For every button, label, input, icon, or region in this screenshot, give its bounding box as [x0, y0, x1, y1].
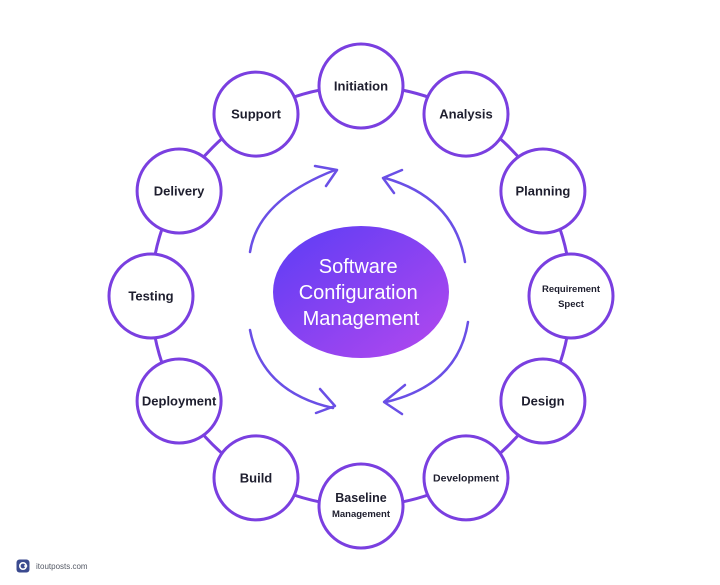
phase-node-label: Testing — [128, 289, 173, 304]
phase-node-circle — [135, 147, 223, 235]
phase-node-label-line: Support — [231, 107, 281, 122]
phase-node-planning: Planning — [499, 147, 587, 235]
phase-node-build: Build — [212, 434, 300, 522]
phase-node-label-line: Spect — [558, 299, 585, 310]
phase-node-label-line: Build — [240, 470, 273, 485]
phase-node-label-line: Requirement — [542, 284, 601, 295]
phase-node-label: Planning — [515, 184, 570, 199]
phase-node-label-line: Analysis — [439, 107, 492, 122]
phase-node-label: Analysis — [439, 107, 492, 122]
cycle-arrows — [248, 164, 470, 416]
phase-node-circle — [135, 357, 223, 445]
phase-node-label-line: Testing — [128, 289, 173, 304]
phase-node-label-line: Development — [433, 473, 499, 485]
center-title-line-3: Management — [303, 308, 420, 330]
phase-node-label-line: Delivery — [154, 184, 205, 199]
phase-node-circle — [317, 462, 405, 550]
cycle-arrow-upper-right — [383, 176, 467, 264]
phase-node-circle — [107, 252, 195, 340]
center-hub: Software Configuration Management — [273, 226, 449, 358]
phase-node-label: Build — [240, 470, 273, 485]
phase-node-circle — [212, 70, 300, 158]
arrowhead-upper-left — [313, 164, 339, 188]
center-title-line-1: Software — [319, 256, 398, 278]
phase-node-circle — [499, 357, 587, 445]
phase-node-deployment: Deployment — [135, 357, 223, 445]
phase-node-label-line: Planning — [515, 184, 570, 199]
phase-node-initiation: Initiation — [317, 42, 405, 130]
phase-node-support: Support — [212, 70, 300, 158]
phase-node-analysis: Analysis — [422, 70, 510, 158]
phase-node-circle — [212, 434, 300, 522]
center-ellipse — [273, 226, 449, 358]
phase-node-circle — [317, 42, 405, 130]
phase-node-label-line: Management — [332, 509, 391, 520]
phase-node-circle — [527, 252, 615, 340]
phase-node-testing: Testing — [107, 252, 195, 340]
center-title-line-2: Configuration — [299, 282, 418, 304]
phase-node-label: Design — [521, 394, 564, 409]
phase-node-label-line: Baseline — [335, 491, 386, 505]
phase-node-label-line: Initiation — [334, 79, 388, 94]
source-url: itoutposts.com — [36, 561, 88, 571]
phase-node-circle — [422, 70, 510, 158]
cycle-arrow-lower-right — [384, 320, 470, 404]
cycle-arrow-upper-left — [248, 168, 337, 254]
phase-node-circle — [499, 147, 587, 235]
arrowhead-lower-left — [314, 387, 337, 415]
phase-node-label-line: Deployment — [142, 394, 217, 409]
phase-node-label: Support — [231, 107, 281, 122]
center-title: Software Configuration Management — [299, 256, 424, 330]
phase-node-design: Design — [499, 357, 587, 445]
phase-node-development: Development — [422, 434, 510, 522]
arrowhead-upper-right — [381, 168, 404, 195]
phase-node-delivery: Delivery — [135, 147, 223, 235]
arrowhead-lower-right — [382, 383, 407, 416]
itoutposts-logo-icon — [16, 559, 30, 573]
phase-node-label-line: Design — [521, 394, 564, 409]
phase-node-label: Deployment — [142, 394, 217, 409]
cycle-arrow-lower-left — [248, 328, 335, 410]
phase-node-label: Initiation — [334, 79, 388, 94]
source-credit: itoutposts.com — [16, 559, 88, 573]
phase-node-label: Delivery — [154, 184, 205, 199]
phase-node-label: Development — [433, 473, 499, 485]
phase-node-circle — [422, 434, 510, 522]
